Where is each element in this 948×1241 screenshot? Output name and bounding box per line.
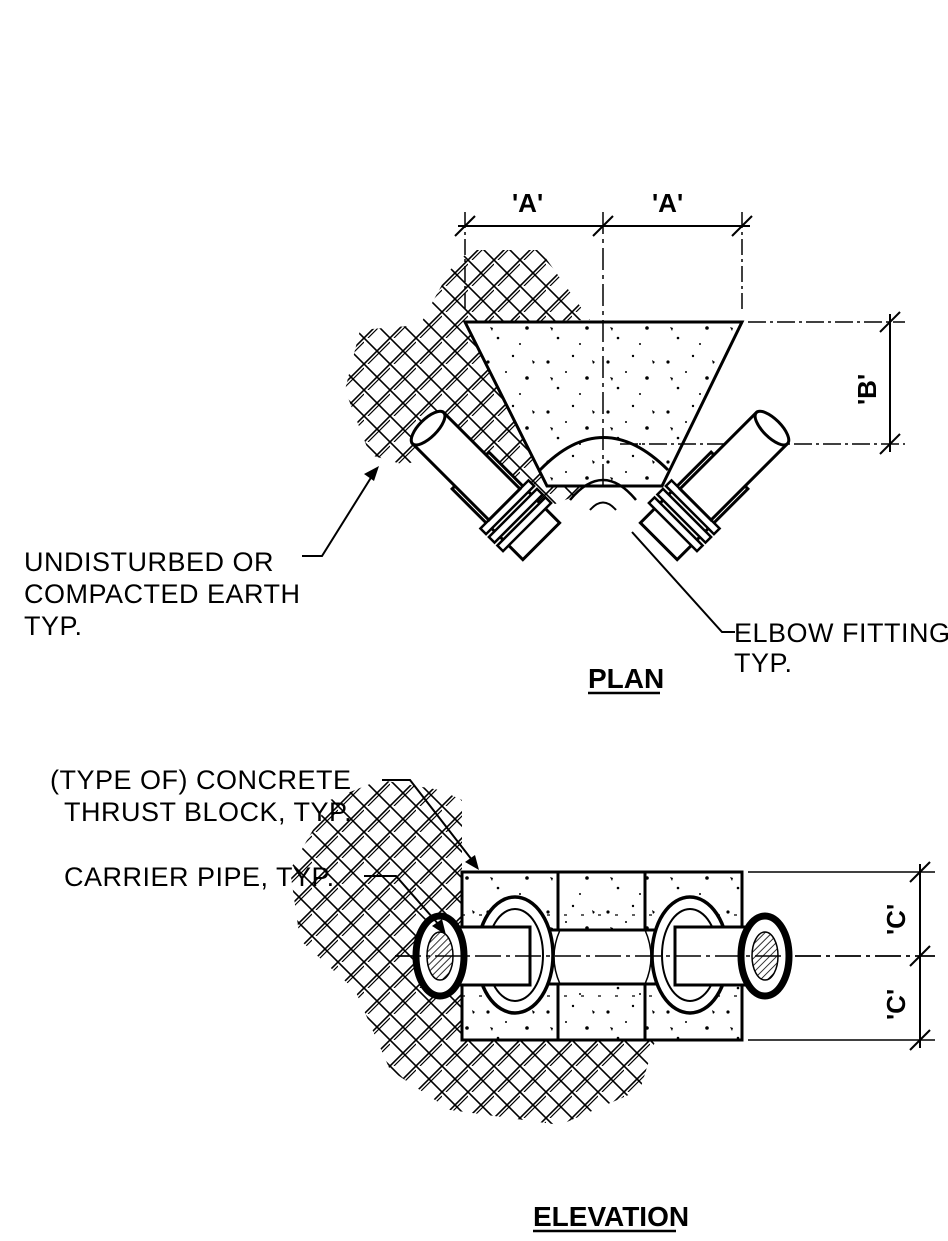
elevation-connector [538, 928, 667, 986]
dim-a-left-label: 'A' [512, 188, 543, 218]
plan-view: 'A' 'A' 'B' [24, 188, 948, 695]
dim-b-label: 'B' [852, 374, 882, 405]
block-label-line1: (TYPE OF) CONCRETE [50, 765, 352, 795]
earth-label-line2: COMPACTED EARTH [24, 579, 301, 609]
plan-elbow-inner [569, 478, 637, 501]
plan-left-pipe [409, 409, 562, 562]
plan-elbow-outer [538, 436, 670, 472]
dim-a-right-label: 'A' [652, 188, 683, 218]
elevation-view: 'C' 'C' (TYPE OF) CONCRETE THRUST BLOCK,… [50, 765, 935, 1233]
elbow-label-line2: TYP. [734, 648, 793, 678]
plan-right-pipe [638, 409, 791, 562]
dim-c-top-label: 'C' [881, 904, 911, 935]
block-leader [382, 779, 473, 861]
elevation-earth-hatch [290, 780, 660, 1125]
earth-label-line1: UNDISTURBED OR [24, 547, 274, 577]
plan-title: PLAN [588, 663, 664, 694]
pipe-label: CARRIER PIPE, TYP. [64, 862, 335, 892]
earth-label-line3: TYP. [24, 611, 83, 641]
earth-leader [302, 475, 373, 557]
elbow-leader [631, 531, 735, 633]
block-label-line2: THRUST BLOCK, TYP. [64, 797, 352, 827]
dim-c-bottom-label: 'C' [881, 989, 911, 1020]
pipe-leader [364, 875, 441, 927]
elevation-title: ELEVATION [533, 1201, 689, 1232]
elbow-label-line1: ELBOW FITTING, [734, 618, 948, 648]
